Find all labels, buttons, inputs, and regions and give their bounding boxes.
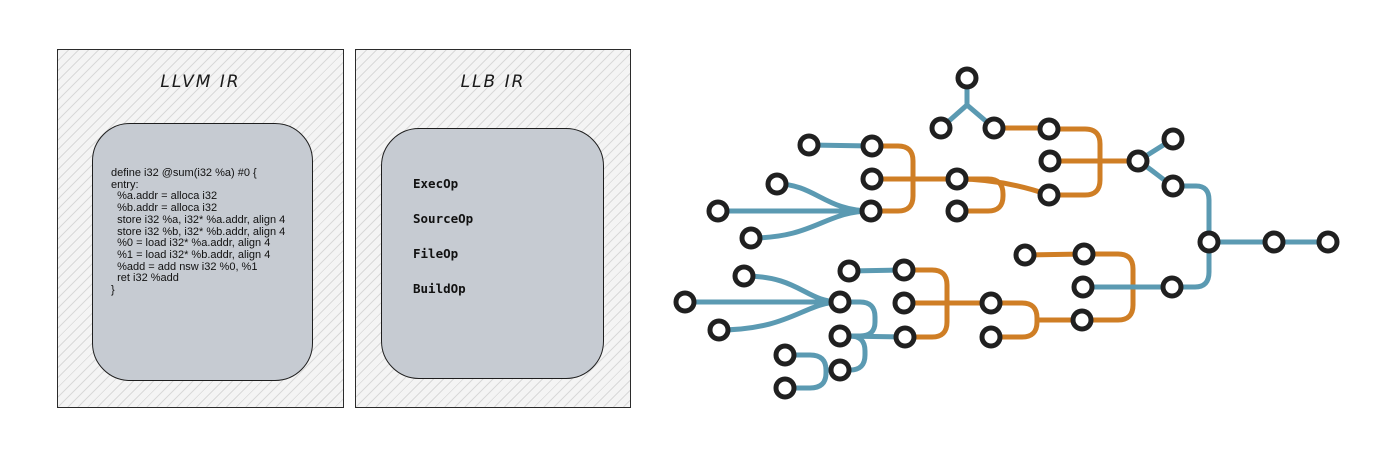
graph-node bbox=[828, 324, 852, 348]
graph-node bbox=[1126, 149, 1150, 173]
graph-node bbox=[860, 134, 884, 158]
graph-node bbox=[828, 290, 852, 314]
graph-node bbox=[797, 133, 821, 157]
graph-node bbox=[945, 199, 969, 223]
graph-node bbox=[929, 116, 953, 140]
graph-node bbox=[1197, 230, 1221, 254]
graph-edges bbox=[682, 75, 1331, 391]
llvm-ir-code-line: %b.addr = alloca i32 bbox=[111, 202, 218, 215]
graph-edge bbox=[748, 208, 874, 241]
graph-node bbox=[1161, 174, 1185, 198]
llvm-ir-code-line: define i32 @sum(i32 %a) #0 { bbox=[111, 167, 257, 179]
graph-node bbox=[945, 167, 969, 191]
llvm-ir-title: LLVM IR bbox=[160, 72, 241, 92]
graph-nodes bbox=[673, 66, 1340, 400]
llvm-ir-code-line: } bbox=[111, 284, 115, 297]
graph-node bbox=[673, 290, 697, 314]
llvm-ir-code-card: define i32 @sum(i32 %a) #0 { entry: %a.a… bbox=[92, 123, 313, 381]
graph-node bbox=[1316, 230, 1340, 254]
graph-node bbox=[979, 291, 1003, 315]
llvm-ir-code-line: store i32 %a, i32* %a.addr, align 4 bbox=[111, 213, 286, 226]
llb-op-list: ExecOp SourceOp FileOp BuildOp bbox=[413, 176, 473, 316]
graph-node bbox=[765, 172, 789, 196]
graph-edge bbox=[1170, 183, 1212, 245]
llvm-ir-code-line: store i32 %b, i32* %b.addr, align 4 bbox=[111, 225, 286, 238]
llvm-ir-code-line: %0 = load i32* %a.addr, align 4 bbox=[111, 237, 271, 250]
graph-node bbox=[859, 199, 883, 223]
graph-node bbox=[1160, 275, 1184, 299]
graph-node bbox=[892, 258, 916, 282]
llvm-ir-code-line: %a.addr = alloca i32 bbox=[111, 190, 218, 203]
graph-node bbox=[893, 325, 917, 349]
graph-node bbox=[706, 199, 730, 223]
llb-ir-ops-card: ExecOp SourceOp FileOp BuildOp bbox=[381, 128, 604, 379]
llvm-ir-code-line: entry: bbox=[111, 178, 139, 191]
graph-node bbox=[1070, 308, 1094, 332]
graph-node bbox=[1161, 127, 1185, 151]
llvm-ir-code-line: %1 = load i32* %b.addr, align 4 bbox=[111, 248, 271, 261]
graph-edge bbox=[716, 299, 843, 333]
graph-node bbox=[955, 66, 979, 90]
graph-node bbox=[1262, 230, 1286, 254]
llb-op-exec: ExecOp bbox=[413, 176, 459, 191]
graph-node bbox=[1037, 183, 1061, 207]
graph-node bbox=[1038, 149, 1062, 173]
llvm-ir-code-line: %add = add nsw i32 %0, %1 bbox=[111, 260, 258, 273]
graph-node bbox=[860, 167, 884, 191]
graph-node bbox=[892, 291, 916, 315]
graph-node bbox=[707, 318, 731, 342]
graph-edge bbox=[837, 333, 868, 373]
graph-node bbox=[732, 264, 756, 288]
graph-edge bbox=[774, 181, 874, 214]
graph-edge bbox=[741, 273, 843, 305]
llb-ir-title: LLB IR bbox=[460, 72, 526, 92]
llvm-ir-code: define i32 @sum(i32 %a) #0 { entry: %a.a… bbox=[111, 167, 286, 297]
llb-op-source: SourceOp bbox=[413, 211, 474, 226]
graph-node bbox=[773, 343, 797, 367]
llb-op-build: BuildOp bbox=[413, 281, 466, 296]
graph-node bbox=[979, 325, 1003, 349]
graph-node bbox=[773, 376, 797, 400]
graph-node bbox=[1037, 117, 1061, 141]
graph-node bbox=[1072, 242, 1096, 266]
llb-op-file: FileOp bbox=[413, 246, 459, 261]
graph-node bbox=[982, 116, 1006, 140]
llvm-ir-panel: LLVM IR define i32 @sum(i32 %a) #0 { ent… bbox=[57, 49, 344, 408]
llvm-ir-code-line: ret i32 %add bbox=[111, 272, 179, 285]
graph-node bbox=[837, 259, 861, 283]
graph-node bbox=[1071, 275, 1095, 299]
graph-node bbox=[739, 226, 763, 250]
llb-ir-panel: LLB IR ExecOp SourceOp FileOp BuildOp bbox=[355, 49, 631, 408]
graph-edge bbox=[1169, 239, 1212, 290]
graph-node bbox=[1013, 243, 1037, 267]
graph-node bbox=[828, 358, 852, 382]
